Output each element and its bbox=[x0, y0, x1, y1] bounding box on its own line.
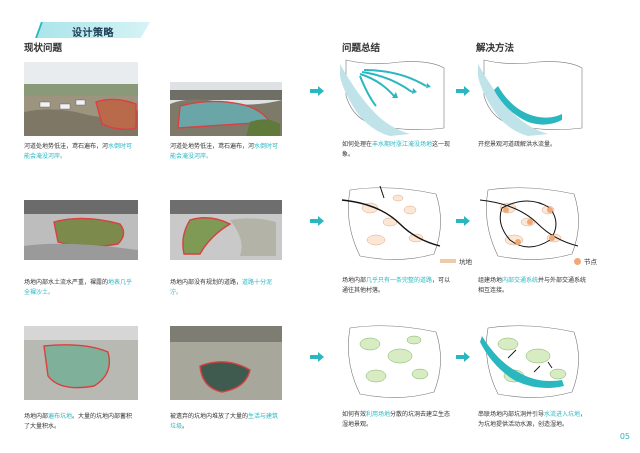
page-number: 05 bbox=[619, 432, 630, 441]
legend-pit: 坑地 bbox=[440, 256, 472, 266]
photo-river-cattle bbox=[24, 62, 138, 136]
caption-row3-col3: 如何有效利用场地分散的坑洞去建立生态湿地景观。 bbox=[342, 411, 451, 428]
diagram-wetland-solution bbox=[478, 322, 588, 402]
caption-row1-col1: 河道处地势低洼，鸢石遍布，河水倒时可能会淹没河岸。 bbox=[24, 143, 133, 160]
photo-river-pond bbox=[170, 82, 282, 136]
section-solution: 解决方法 bbox=[476, 43, 515, 54]
caption-row3-col4: 串联场地内部坑洞并引导水流进入坑地，为坑地提供活动水源，创造湿地。 bbox=[478, 411, 587, 428]
page-title: 设计策略 bbox=[72, 28, 114, 39]
caption-row2-col1: 场地内部水土流水严重，裸露的地表几乎全裸沙土。 bbox=[24, 279, 133, 296]
legend-pit-label: 坑地 bbox=[459, 258, 472, 266]
title-banner bbox=[34, 22, 150, 38]
legend-pit-swatch bbox=[440, 259, 456, 263]
section-summary: 问题总结 bbox=[342, 43, 381, 54]
photo-erosion bbox=[24, 200, 138, 260]
caption-row1-col2: 河道处地势低洼，鸢石遍布，河水倒时可能会淹没河岸。 bbox=[170, 143, 279, 160]
section-current: 现状问题 bbox=[24, 43, 63, 54]
caption-row2-col2: 场地内部没有规划的道路，道路十分泥泞。 bbox=[170, 279, 273, 296]
caption-row2-col3: 场地内部几乎只有一条完整的道路，可以通往其他村落。 bbox=[342, 277, 451, 294]
photo-muddy-road bbox=[170, 200, 282, 260]
caption-row1-col3: 如何处理在丰水期时涨江淹没场地这一现象。 bbox=[342, 141, 451, 158]
diagram-wetland-problem bbox=[340, 322, 450, 402]
legend-node-swatch bbox=[574, 257, 581, 265]
legend-node: 节点 bbox=[574, 256, 597, 266]
diagram-flood-solution bbox=[478, 56, 588, 136]
caption-row3-col2: 被遗弃的坑地内堆放了大量的生活与建筑垃圾。 bbox=[170, 413, 279, 430]
photo-waterlogged-pit bbox=[24, 326, 138, 400]
diagram-road-solution bbox=[478, 184, 588, 264]
diagram-road-problem bbox=[340, 184, 450, 264]
caption-row3-col1: 场地内部遍布坑地。大量的坑地内部蓄积了大量积水。 bbox=[24, 413, 133, 430]
diagram-flood-problem bbox=[340, 56, 450, 136]
photo-garbage-pit bbox=[170, 326, 282, 400]
caption-row2-col4: 组建场地内部交通系统并与外部交通系统相互连接。 bbox=[478, 277, 587, 294]
legend-node-label: 节点 bbox=[584, 258, 597, 266]
caption-row1-col4: 开挖景观河道疏解洪水流量。 bbox=[478, 141, 557, 148]
